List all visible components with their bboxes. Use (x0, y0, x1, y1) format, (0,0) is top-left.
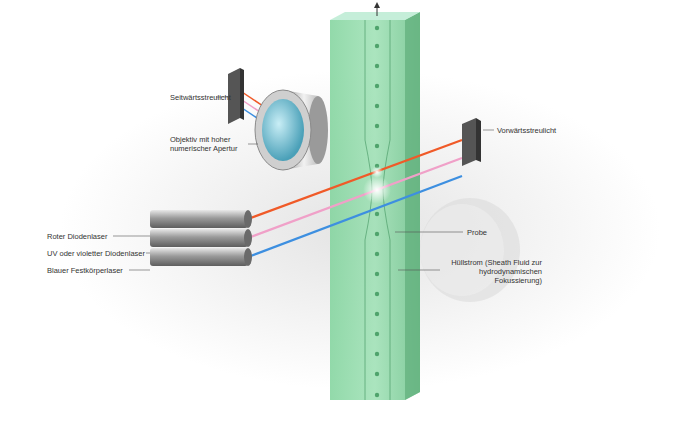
laser-label: Blauer Festkörperlaser (47, 266, 123, 275)
side-scatter-label: Seitwärtsstreulicht (170, 93, 231, 102)
laser-label: UV oder violetter Diodenlaser (47, 249, 145, 258)
laser-label: Roter Diodenlaser (47, 232, 107, 241)
sheath-fluid-label: Hüllstrom (Sheath Fluid zur hydrodynamis… (442, 258, 542, 285)
objective-label: Objektiv mit hoher numerischer Apertur (170, 135, 246, 153)
sample-label: Probe (467, 228, 487, 237)
forward-scatter-label: Vorwärtsstreulicht (497, 126, 556, 135)
